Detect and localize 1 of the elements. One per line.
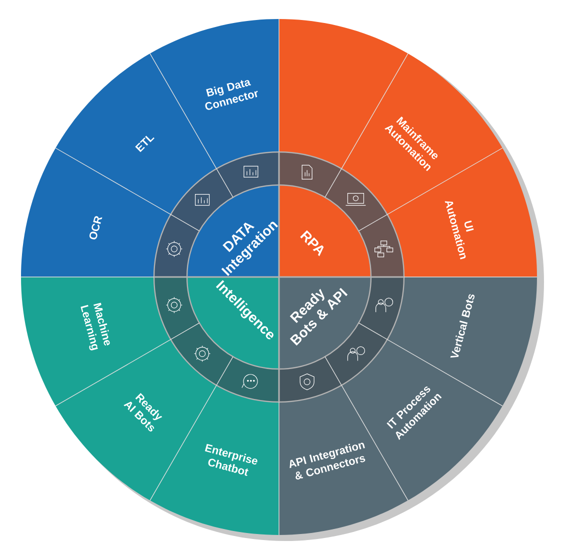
node-label: OCR — [89, 216, 102, 240]
